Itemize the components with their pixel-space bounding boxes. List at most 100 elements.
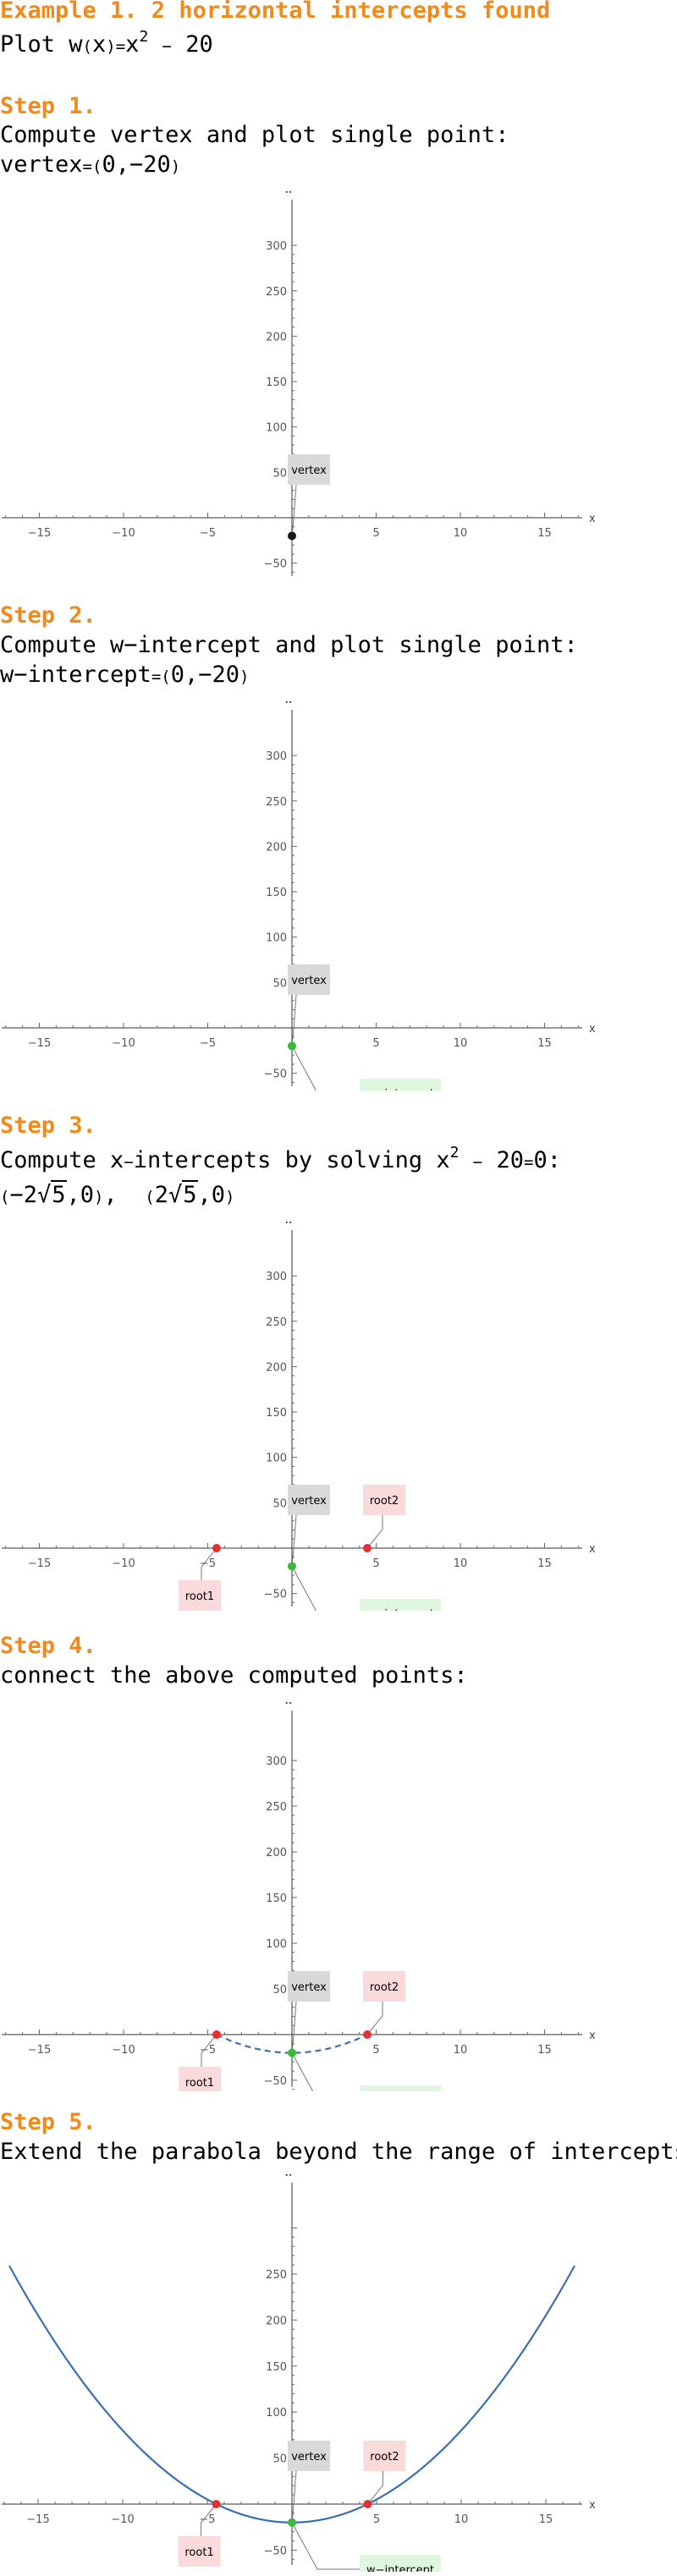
y-tick-label: 250 xyxy=(266,1801,287,1814)
paren-left: ( xyxy=(92,157,102,176)
plot-x: x xyxy=(125,31,140,58)
vertex-point xyxy=(288,1562,296,1571)
vertex-point xyxy=(288,2518,296,2527)
x-axis-label: x xyxy=(589,2029,596,2042)
intercept-label-box xyxy=(360,1599,441,1611)
y-tick-label: 100 xyxy=(266,1938,287,1951)
vertex-label: vertex xyxy=(291,464,327,477)
y-tick-label: 200 xyxy=(266,1361,287,1374)
y-tick-label: 100 xyxy=(266,1453,287,1465)
vertex-label-box xyxy=(288,1971,330,2002)
page-title: Example 1. 2 horizontal intercepts found xyxy=(0,0,551,24)
y-tick-label: 100 xyxy=(266,2407,287,2419)
vertex-label-box xyxy=(288,2441,330,2471)
sqrt-symbol: √5 xyxy=(36,1180,67,1208)
x-tick-label: −10 xyxy=(112,527,135,540)
y-tick-label: 150 xyxy=(266,1407,287,1420)
vertex-label: vertex xyxy=(291,1495,327,1508)
paren-left: ( xyxy=(161,667,171,686)
y-axis-label: w xyxy=(284,1702,294,1707)
dash-sign: − xyxy=(124,1153,134,1172)
root1-label-box xyxy=(178,2536,221,2567)
vertex-callout-line xyxy=(291,2001,297,2053)
y-tick-label: 150 xyxy=(266,376,287,389)
vertex-callout-line xyxy=(291,2470,297,2523)
x-tick-label: 10 xyxy=(454,2513,469,2526)
root2-label-box xyxy=(363,2441,406,2471)
x-axis-label: x xyxy=(589,1543,596,1556)
step-5-heading: Step 5. xyxy=(0,2109,96,2135)
intercept-callout-line xyxy=(291,1046,316,1090)
paren-right: ) xyxy=(106,37,116,56)
y-tick-label: −50 xyxy=(264,1068,287,1081)
x-tick-label: −5 xyxy=(199,2513,215,2526)
step-3-plot: xw−15−10−551015−5050100150200250300verte… xyxy=(2,1222,596,1611)
y-tick-label: 50 xyxy=(272,1984,287,1997)
x-tick-label: −15 xyxy=(28,1037,51,1050)
x-tick-label: −15 xyxy=(28,2044,51,2057)
step-3-heading: Step 3. xyxy=(0,1112,96,1139)
y-axis-label: w xyxy=(284,191,294,196)
y-tick-label: 200 xyxy=(266,2315,287,2327)
y-tick-label: 300 xyxy=(266,750,287,763)
y-tick-label: −50 xyxy=(264,2545,287,2557)
paren-left: ( xyxy=(82,37,92,56)
x-axis-label: x xyxy=(589,2499,596,2512)
root1-callout-line xyxy=(201,1547,217,1580)
minus-sign: − xyxy=(162,37,172,56)
x-tick-label: −10 xyxy=(112,1037,135,1050)
step-2-heading: Step 2. xyxy=(0,602,96,629)
root2-label-box xyxy=(362,1971,405,2002)
root2-point xyxy=(362,1544,372,1552)
x-tick-label: −5 xyxy=(200,2044,216,2057)
step-1-result: vertex=(0,−20) xyxy=(0,151,180,181)
root2-radicand: 5 xyxy=(182,1180,198,1208)
x-axis-label: x xyxy=(589,1023,596,1035)
paren-right: ) xyxy=(225,1188,235,1206)
y-tick-label: 50 xyxy=(272,467,287,480)
vertex-label: vertex xyxy=(291,1981,327,1994)
plot-prefix: Plot w xyxy=(0,31,83,58)
plot-variable: x xyxy=(92,31,107,58)
step-2-description: Compute w−intercept and plot single poin… xyxy=(0,632,578,658)
exponent: 2 xyxy=(449,1144,460,1162)
vertex-label-box xyxy=(288,454,330,485)
function-definition: Plot w(x)=x2 − 20 xyxy=(0,30,213,61)
root1-label-box xyxy=(179,2067,222,2091)
root1-coefficient: −2 xyxy=(9,1182,37,1208)
x-tick-label: 5 xyxy=(372,2044,379,2057)
intercept-label-box xyxy=(360,2555,441,2572)
x-tick-label: 15 xyxy=(539,2513,553,2526)
result-value: 0,−20 xyxy=(102,151,171,178)
paren-right: ) xyxy=(239,667,250,686)
y-tick-label: 50 xyxy=(272,1497,287,1510)
x-tick-label: 15 xyxy=(537,1557,552,1570)
x-tick-label: 10 xyxy=(454,1037,468,1050)
root2-point xyxy=(362,2030,372,2039)
separator: , xyxy=(103,1182,118,1208)
paren-right: ) xyxy=(170,157,181,176)
intercept-label: w−intercept xyxy=(366,1088,434,1090)
paren-right: ) xyxy=(94,1188,104,1206)
vertex-callout-line xyxy=(291,994,297,1046)
y-tick-label: 50 xyxy=(272,2453,287,2466)
y-tick-label: −50 xyxy=(264,1589,287,1601)
step-1-plot: xw−15−10−551015−5050100150200250300verte… xyxy=(2,191,596,576)
root1-callout-line xyxy=(201,2034,217,2067)
x-tick-label: −15 xyxy=(28,527,51,540)
root1-label: root1 xyxy=(185,1590,214,1603)
x-tick-label: −5 xyxy=(200,1037,216,1050)
root1-point xyxy=(212,1544,222,1552)
x-tick-label: 15 xyxy=(537,527,552,540)
step-5-plot: xw−15−10−551015−5050100150200250vertexw−… xyxy=(2,2174,596,2572)
step-2-result: w−intercept=(0,−20) xyxy=(0,661,249,691)
x-axis-label: x xyxy=(589,513,596,525)
text-end: 0: xyxy=(533,1147,561,1173)
y-tick-label: 200 xyxy=(266,841,287,854)
result-name: vertex xyxy=(0,151,83,178)
vertex-callout-line xyxy=(291,484,297,536)
root2-callout-line xyxy=(367,2471,383,2505)
plot-exponent: 2 xyxy=(139,28,149,46)
root1-tail: ,0 xyxy=(66,1182,95,1208)
plot-constant: 20 xyxy=(185,31,213,58)
